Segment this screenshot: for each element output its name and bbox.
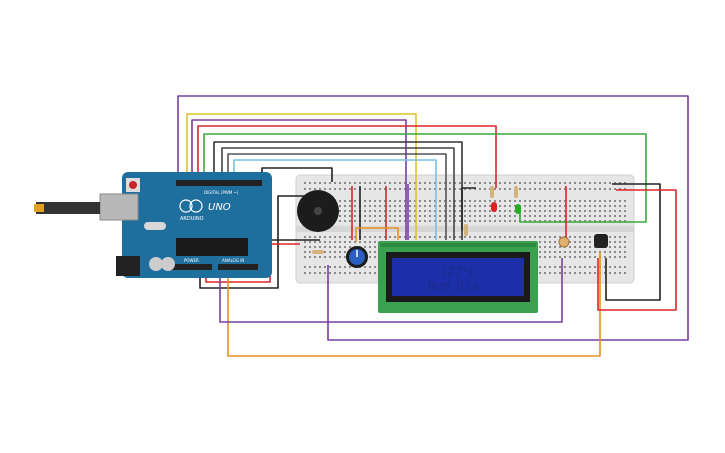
lcd-screen — [392, 258, 524, 296]
lcd-display: 127°C Bom Dia — [378, 241, 538, 313]
digital-label: DIGITAL (PWM ~) — [204, 190, 239, 195]
resistor-led-red[interactable] — [490, 186, 494, 198]
wire-lightblue — [233, 159, 437, 240]
led-green[interactable] — [515, 204, 521, 214]
wire-purple-3 — [219, 258, 563, 323]
temperature-sensor[interactable] — [594, 234, 608, 248]
wire-green — [203, 133, 647, 223]
wire-red-top — [197, 125, 497, 188]
wire-orange — [227, 252, 601, 357]
wire-black-right — [605, 183, 661, 301]
wires — [177, 95, 689, 357]
wire-black-bottom — [199, 195, 310, 289]
usb-connector — [99, 193, 139, 221]
lcd-line-1: 127°C — [440, 265, 476, 279]
arduino-brand: ARDUINO — [180, 216, 204, 222]
photoresistor[interactable] — [558, 236, 570, 248]
led-red[interactable] — [491, 202, 497, 212]
arduino-uno[interactable]: ARDUINO UNO DIGITAL (PWM ~) POWER ANALOG… — [34, 172, 272, 278]
dc-jack — [116, 256, 140, 276]
potentiometer[interactable] — [346, 246, 368, 268]
arduino-model: UNO — [208, 202, 231, 213]
analog-header — [218, 264, 258, 270]
resistor-led-green[interactable] — [514, 186, 518, 198]
power-label: POWER — [184, 258, 199, 263]
wire-purple-2 — [191, 119, 407, 240]
power-header — [172, 264, 212, 270]
resistor-lcd[interactable] — [464, 224, 468, 236]
wire-purple-outer — [177, 95, 689, 341]
lcd-line-2: Bom Dia — [428, 279, 479, 293]
atmega-chip — [176, 238, 248, 256]
digital-header — [176, 180, 262, 186]
wire-dark-3 — [227, 153, 447, 240]
wire-yellow — [186, 113, 417, 240]
wire-orange-short — [355, 227, 399, 242]
wire-red-right — [597, 189, 677, 311]
analog-label: ANALOG IN — [222, 258, 244, 263]
resistor-left[interactable] — [312, 250, 324, 254]
wire-dark-2 — [221, 147, 455, 240]
wire-black-v2 — [461, 187, 476, 230]
piezo-buzzer[interactable] — [297, 190, 339, 232]
